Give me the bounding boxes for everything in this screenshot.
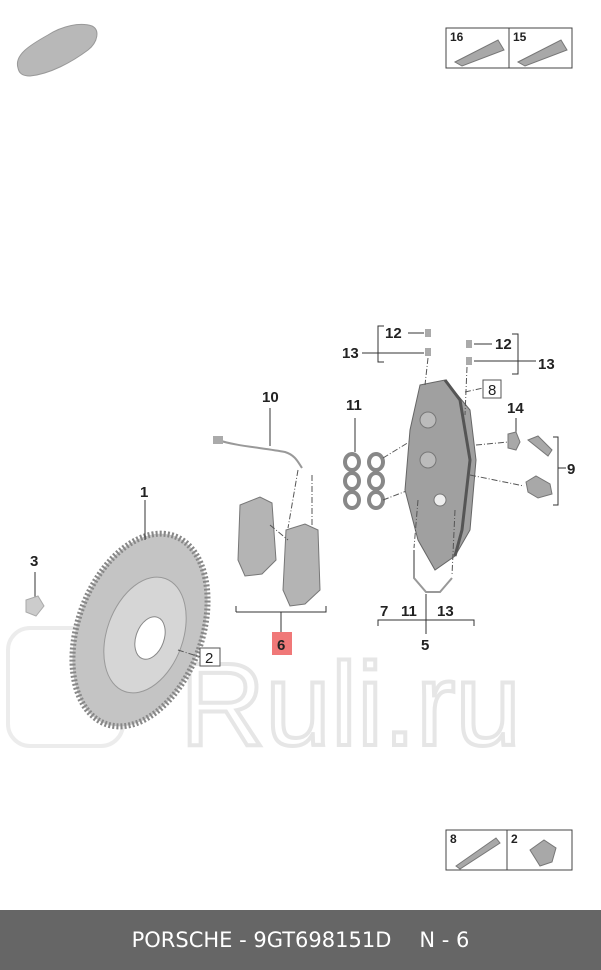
callout-10[interactable]: 10 <box>262 389 279 406</box>
shield-part <box>25 595 45 617</box>
retainer-lower[interactable] <box>525 475 553 499</box>
callout-9[interactable]: 9 <box>567 461 575 478</box>
pad-thumb-15 <box>516 39 568 67</box>
spring-clip[interactable] <box>507 431 521 451</box>
brake-disc[interactable] <box>48 515 233 745</box>
brake-pads[interactable] <box>237 496 321 607</box>
parts-diagram: Ruli.ru 16 15 1 3 2 10 6 1 <box>6 23 575 871</box>
brake-caliper[interactable] <box>404 379 477 571</box>
page-reference: N - 6 <box>419 928 470 952</box>
highlight-box <box>272 632 292 655</box>
pad-thumb-16 <box>453 39 505 67</box>
wear-sensor <box>217 439 303 469</box>
piston-seals[interactable] <box>343 452 385 510</box>
callout-11[interactable]: 11 <box>346 397 362 414</box>
brake-line[interactable] <box>413 550 453 593</box>
callout-2[interactable]: 2 <box>205 650 213 667</box>
callout-12-left[interactable]: 12 <box>385 325 402 342</box>
legend-box-top[interactable]: 16 15 <box>445 27 573 69</box>
footer-bar: PORSCHE - 9GT698151D N - 6 <box>0 910 601 970</box>
callout-14[interactable]: 14 <box>507 400 524 417</box>
legend-box-bottom[interactable]: 8 2 <box>445 829 573 871</box>
legend-label-15: 15 <box>513 30 527 44</box>
legend-label-16: 16 <box>450 30 464 44</box>
screw-thumb <box>529 839 557 867</box>
part-number: PORSCHE - 9GT698151D <box>131 928 392 952</box>
callout-6[interactable]: 6 <box>277 637 285 654</box>
callout-3[interactable]: 3 <box>30 553 38 570</box>
legend-label-2: 2 <box>511 832 518 846</box>
car-thumbnail-icon[interactable] <box>16 23 98 77</box>
bolt-thumb <box>455 837 501 870</box>
callout-13-left[interactable]: 13 <box>342 345 359 362</box>
bleed-cap <box>425 348 431 356</box>
callout-13-right[interactable]: 13 <box>538 356 555 373</box>
retainer-upper[interactable] <box>527 435 553 457</box>
callout-13-line[interactable]: 13 <box>437 603 454 620</box>
legend-label-8: 8 <box>450 832 457 846</box>
watermark: Ruli.ru <box>180 639 521 771</box>
callout-7[interactable]: 7 <box>380 603 388 620</box>
callout-11-line[interactable]: 11 <box>401 603 417 620</box>
callout-12-right[interactable]: 12 <box>495 336 512 353</box>
callout-8[interactable]: 8 <box>488 382 496 399</box>
callout-1[interactable]: 1 <box>140 484 148 501</box>
callout-5[interactable]: 5 <box>421 637 429 654</box>
bleed-screw <box>425 329 431 337</box>
